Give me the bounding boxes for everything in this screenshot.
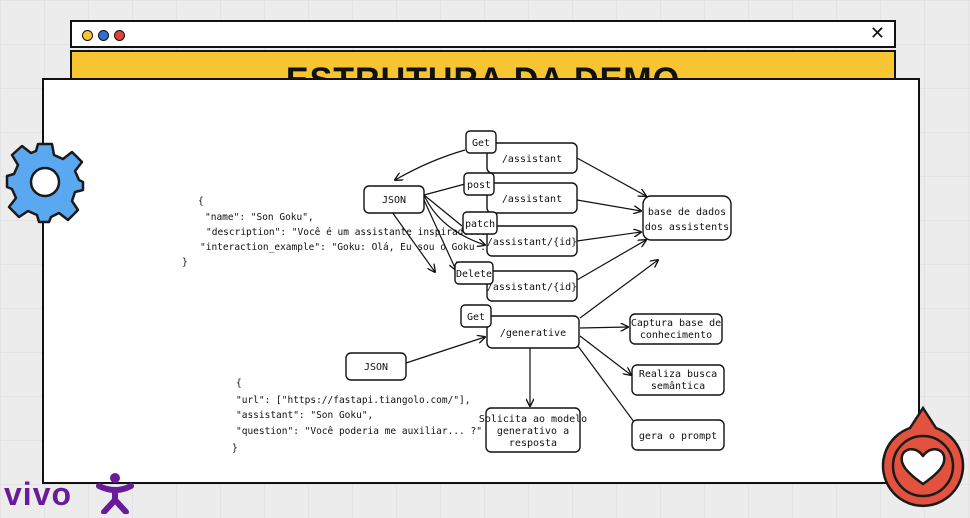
method-label: patch (465, 219, 495, 230)
route-label: /assistant (502, 154, 562, 165)
vivo-figure-icon (96, 473, 134, 514)
step-label: Realiza busca (639, 369, 717, 380)
heart-badge-icon (881, 405, 965, 507)
connector (576, 232, 641, 242)
route-label: /generative (500, 328, 566, 339)
connector (574, 341, 640, 430)
connector (579, 260, 658, 319)
step-label: gera o prompt (639, 431, 717, 442)
json-bottom-label: JSON (364, 362, 388, 373)
json-bottom-body: { "url": ["https://fastapi.tiangolo.com/… (232, 378, 482, 454)
connector (579, 335, 631, 375)
method-label: Delete (456, 269, 492, 280)
database-label: base de dados (648, 207, 726, 218)
gear-icon (5, 142, 85, 224)
json-bottom-line: "url": ["https://fastapi.tiangolo.com/"]… (236, 395, 471, 406)
json-top-line: "description": "Você é um assistante ins… (206, 227, 492, 238)
step-request-model: Solicita ao modelo generativo a resposta (479, 407, 587, 453)
database-label: dos assistents (645, 222, 729, 233)
step-label: conhecimento (640, 330, 712, 341)
connector (576, 199, 641, 211)
connector (579, 327, 628, 328)
json-top-line: } (182, 257, 188, 268)
vivo-logo: vivo (4, 476, 73, 512)
method-box (462, 211, 498, 235)
window-dot-blue[interactable] (98, 30, 109, 41)
json-top-body: { "name": "Son Goku", "description": "Vo… (182, 196, 497, 268)
step-label: Solicita ao modelo (479, 414, 587, 425)
step-label: semântica (651, 380, 705, 392)
connector (576, 157, 646, 196)
route-box (486, 270, 578, 302)
route-box (486, 142, 578, 174)
database-node: base de dados dos assistents (642, 195, 732, 241)
step-label: Captura base de (631, 318, 721, 329)
window-titlebar: ✕ (70, 20, 896, 48)
diagram-connectors (391, 149, 658, 430)
step-label: generativo a (497, 426, 569, 437)
route-box (486, 182, 578, 214)
method-box (463, 172, 495, 196)
connector (576, 240, 646, 281)
route-boxes (486, 142, 580, 349)
json-bottom-line: "question": "Você poderia me auxiliar...… (236, 426, 482, 437)
connector (405, 337, 485, 364)
route-labels: /assistant /assistant /assistant/{id} /a… (487, 154, 577, 339)
connector (395, 149, 466, 180)
json-top-line: { (198, 196, 204, 207)
json-top-line: "interaction_example": "Goku: Olá, Eu so… (200, 242, 497, 253)
method-box (465, 130, 497, 154)
step-label: resposta (509, 438, 557, 449)
method-box (454, 261, 494, 285)
json-bottom-line: { (236, 378, 242, 389)
step-search: Realiza busca semântica (631, 364, 725, 396)
step-prompt: gera o prompt (631, 419, 725, 451)
connector (423, 194, 485, 245)
method-boxes (454, 130, 498, 328)
json-bottom-line: } (232, 443, 238, 454)
json-bottom: JSON (345, 352, 407, 381)
json-top: JSON (363, 185, 425, 214)
json-top-label: JSON (382, 195, 406, 206)
connector (423, 183, 466, 196)
route-label: /assistant/{id} (487, 282, 577, 293)
close-icon[interactable]: ✕ (869, 23, 885, 44)
method-labels: Get post patch Delete Get (456, 138, 495, 323)
window-dot-yellow[interactable] (82, 30, 93, 41)
connector (423, 194, 463, 227)
json-top-line: "name": "Son Goku", (205, 212, 314, 223)
method-label: post (467, 180, 491, 191)
route-box (486, 225, 578, 257)
window-dot-red[interactable] (114, 30, 125, 41)
method-label: Get (467, 312, 485, 323)
method-box (460, 304, 492, 328)
route-box (486, 315, 580, 349)
method-label: Get (472, 138, 490, 149)
connector (391, 211, 435, 272)
route-label: /assistant/{id} (487, 237, 577, 248)
step-capture: Captura base de conhecimento (629, 313, 723, 345)
route-label: /assistant (502, 194, 562, 205)
json-bottom-line: "assistant": "Son Goku", (236, 410, 373, 421)
connector (423, 199, 456, 270)
